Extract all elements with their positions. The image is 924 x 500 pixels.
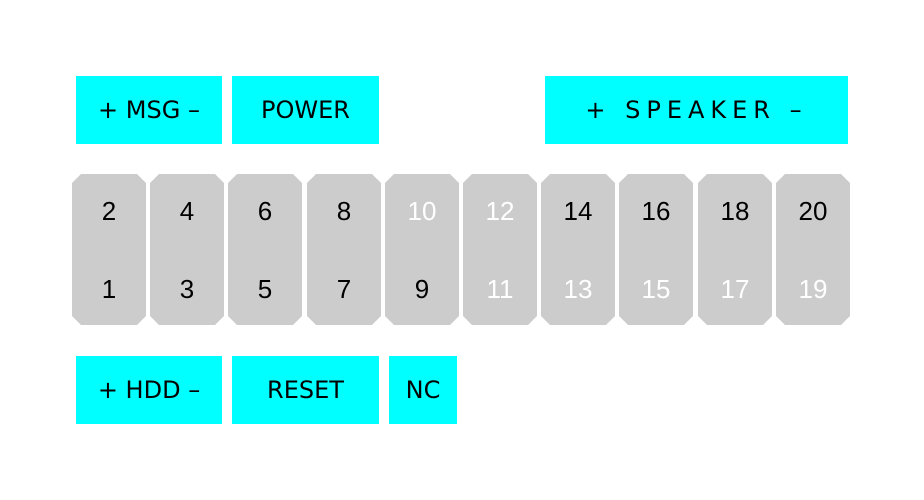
pin-number: 15 xyxy=(641,274,671,304)
pin-number: 1 xyxy=(101,274,117,304)
pin-number: 18 xyxy=(720,196,750,226)
reset-label: RESET xyxy=(232,356,379,424)
pin-number: 10 xyxy=(407,196,437,226)
pin-number: 19 xyxy=(798,274,828,304)
pin-column xyxy=(463,174,537,325)
pin-column xyxy=(150,174,224,325)
pin-column xyxy=(72,174,146,325)
msg-label: + MSG – xyxy=(76,76,222,144)
pin-number: 13 xyxy=(563,274,593,304)
pin-number: 9 xyxy=(414,274,430,304)
pin-column xyxy=(228,174,302,325)
pin-number: 2 xyxy=(101,196,117,226)
pin-column xyxy=(698,174,772,325)
pin-column xyxy=(776,174,850,325)
pin-number: 6 xyxy=(257,196,273,226)
pin-number: 12 xyxy=(485,196,515,226)
power-label: POWER xyxy=(232,76,379,144)
pin-number: 3 xyxy=(179,274,195,304)
pin-column xyxy=(385,174,459,325)
pin-number: 8 xyxy=(336,196,352,226)
pin-column xyxy=(307,174,381,325)
speaker-label: + SPEAKER – xyxy=(545,76,848,144)
pin-number: 5 xyxy=(257,274,273,304)
pin-number: 17 xyxy=(720,274,750,304)
pin-number: 16 xyxy=(641,196,671,226)
pin-number: 14 xyxy=(563,196,593,226)
nc-label: NC xyxy=(389,356,457,424)
pin-number: 11 xyxy=(486,274,514,304)
hdd-label: + HDD – xyxy=(76,356,222,424)
pin-column xyxy=(541,174,615,325)
pin-column xyxy=(619,174,693,325)
pin-number: 7 xyxy=(336,274,352,304)
pin-number: 20 xyxy=(798,196,828,226)
pin-number: 4 xyxy=(179,196,195,226)
